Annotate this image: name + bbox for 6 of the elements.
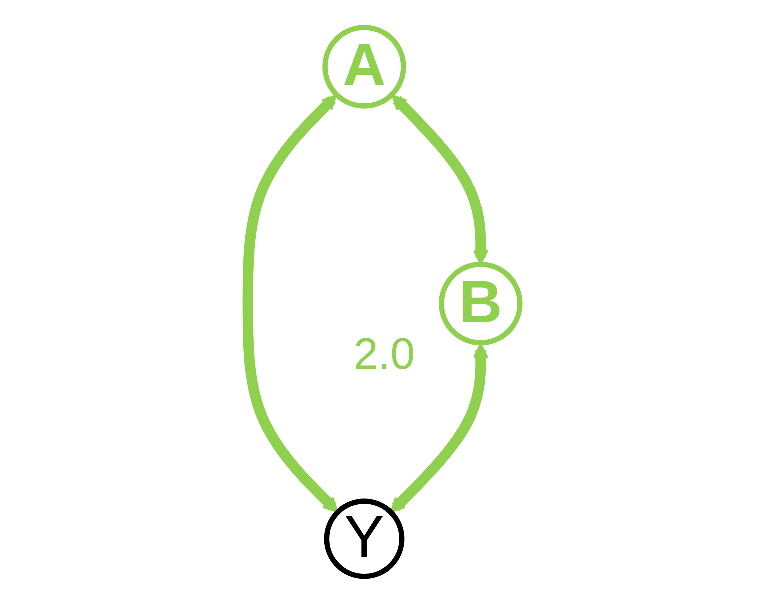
arrow [243,94,340,514]
value-label: 2.0 [354,330,416,380]
node-circle: Y [324,498,406,580]
node-circle: B [439,262,524,346]
node-circle: A [323,25,407,109]
arrow [390,343,490,514]
